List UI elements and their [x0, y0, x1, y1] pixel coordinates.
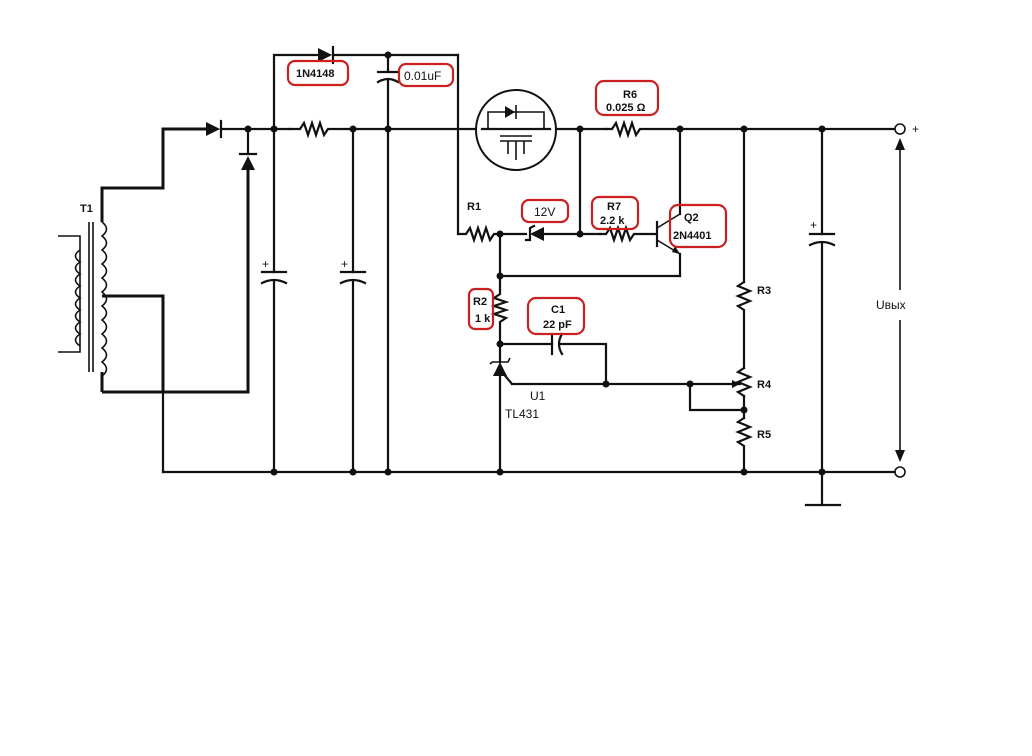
zener-12v — [524, 224, 544, 242]
label-r2-value: 1 k — [475, 313, 491, 325]
label-uout: Uвых — [876, 298, 906, 312]
junction-dots — [244, 51, 826, 476]
filter-capacitor-2: + — [339, 127, 367, 474]
resistor-r1 — [456, 224, 502, 244]
label-r3: R3 — [757, 285, 771, 297]
highlight-r6 — [594, 79, 660, 117]
label-r6-name: R6 — [623, 89, 637, 101]
svg-text:+: + — [262, 257, 269, 271]
label-r7-value: 2.2 k — [600, 215, 625, 227]
resistor-r7 — [598, 224, 658, 244]
filter-capacitor-1: + — [260, 127, 288, 474]
input-resistor — [288, 119, 478, 139]
label-r6-value: 0.025 Ω — [606, 102, 646, 114]
label-u1-name: U1 — [530, 389, 546, 403]
highlight-r2 — [467, 287, 495, 331]
label-q2-part: 2N4401 — [673, 230, 712, 242]
transistor-q2 — [655, 213, 681, 255]
potentiometer-r4 — [732, 366, 753, 398]
highlight-12v — [520, 198, 570, 224]
label-12v: 12V — [534, 205, 555, 219]
label-u1-part: TL431 — [505, 407, 539, 421]
label-r7-name: R7 — [607, 201, 621, 213]
resistor-r5 — [735, 416, 753, 474]
label-c1-value: 22 pF — [543, 319, 572, 331]
transformer-t1 — [58, 221, 108, 377]
highlight-c1 — [526, 296, 586, 336]
label-r5: R5 — [757, 429, 771, 441]
rectifier-diode-1 — [206, 119, 223, 139]
output-terminal-minus — [894, 466, 906, 478]
highlight-1n4148 — [286, 59, 350, 87]
label-r2-name: R2 — [473, 296, 487, 308]
output-terminal-plus — [894, 123, 906, 135]
highlight-0-01uf — [397, 62, 455, 88]
label-1n4148: 1N4148 — [296, 68, 335, 80]
t1-label: T1 — [80, 203, 93, 215]
rectifier-diode-2 — [238, 152, 258, 170]
label-q2-name: Q2 — [684, 212, 699, 224]
svg-text:+: + — [341, 257, 348, 271]
mosfet-symbol — [475, 89, 557, 171]
label-r4: R4 — [757, 379, 772, 391]
svg-text:+: + — [810, 218, 817, 232]
resistor-r3 — [735, 280, 753, 370]
highlight-r7 — [590, 195, 640, 231]
resistor-r6 — [604, 119, 900, 139]
highlight-q2 — [668, 203, 728, 249]
output-capacitor: + — [808, 127, 836, 474]
label-r1: R1 — [467, 201, 481, 213]
label-plus: + — [912, 122, 919, 136]
label-c1-name: C1 — [551, 304, 565, 316]
capacitor-0-01uf — [376, 53, 400, 474]
label-0-01uf: 0.01uF — [404, 69, 441, 83]
resistor-r2 — [490, 288, 510, 346]
